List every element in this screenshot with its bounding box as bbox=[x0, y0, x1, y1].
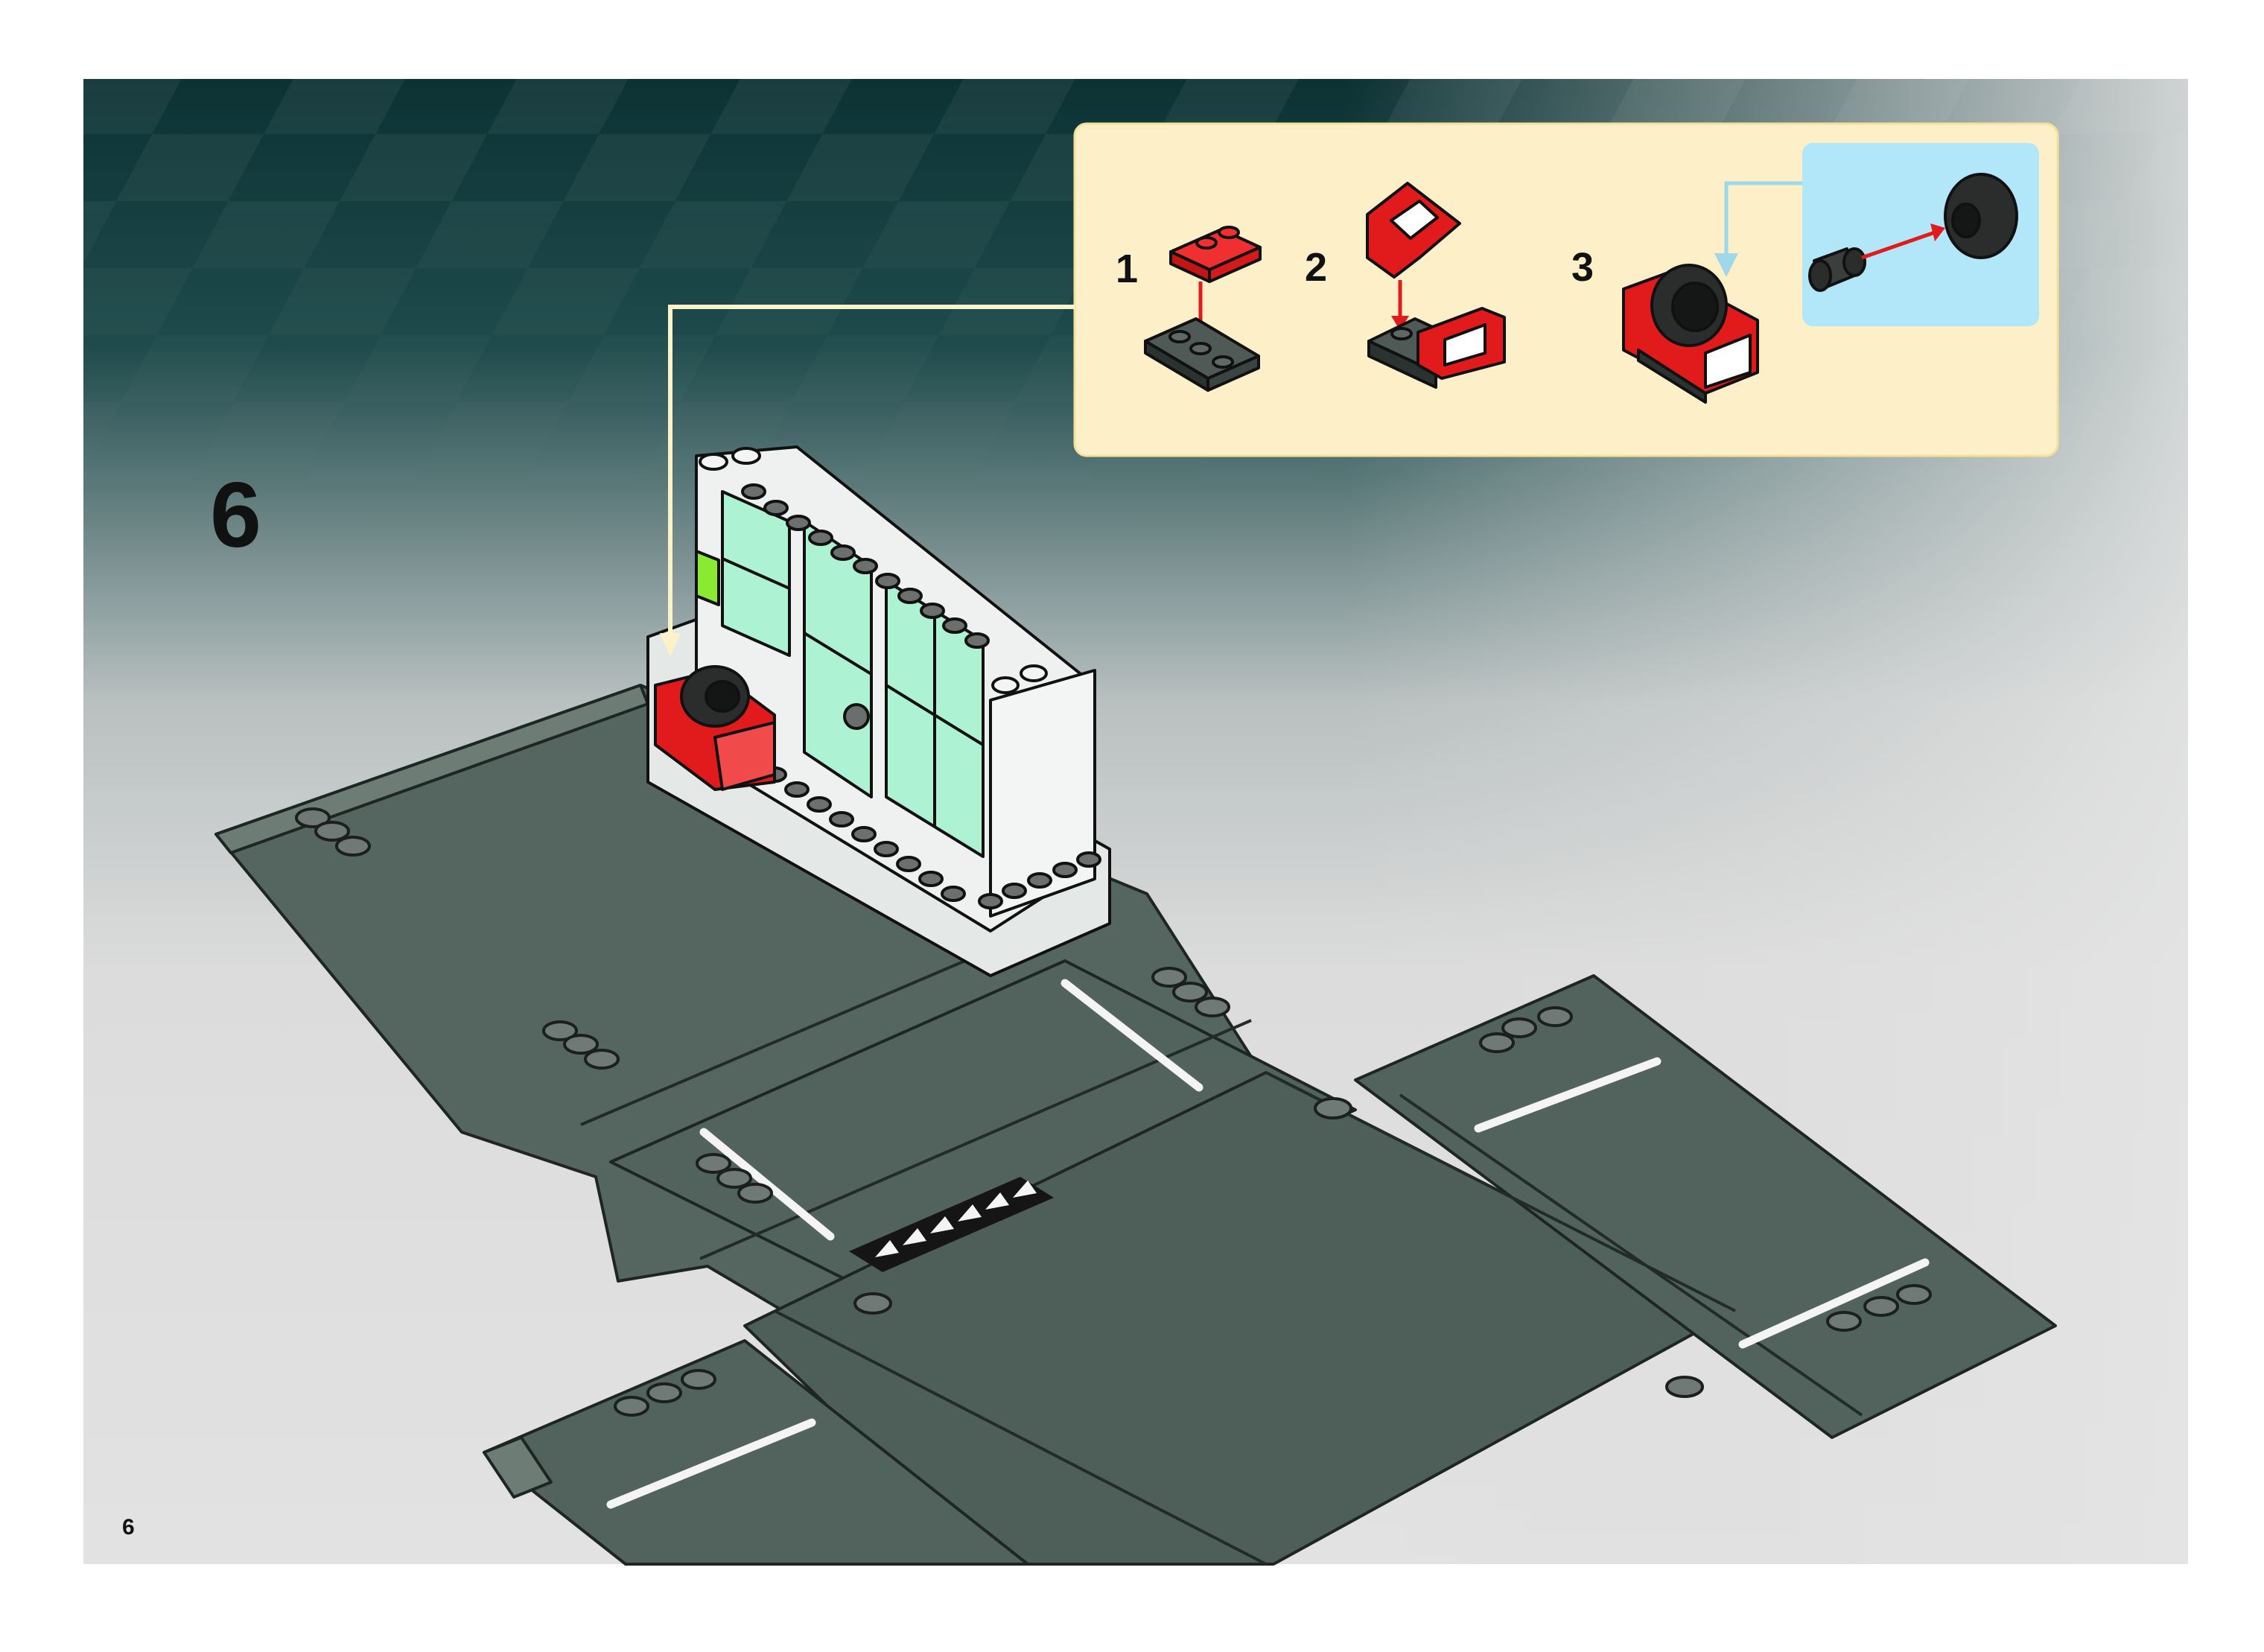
step-number: 6 bbox=[210, 469, 261, 562]
substep-1-label: 1 bbox=[1116, 249, 1138, 289]
substep-2-label: 2 bbox=[1305, 247, 1327, 287]
substep-3-label: 3 bbox=[1571, 247, 1594, 287]
page-number: 6 bbox=[122, 1516, 135, 1539]
wheel-icon bbox=[1652, 265, 1726, 346]
wheel-icon bbox=[1945, 174, 2017, 258]
